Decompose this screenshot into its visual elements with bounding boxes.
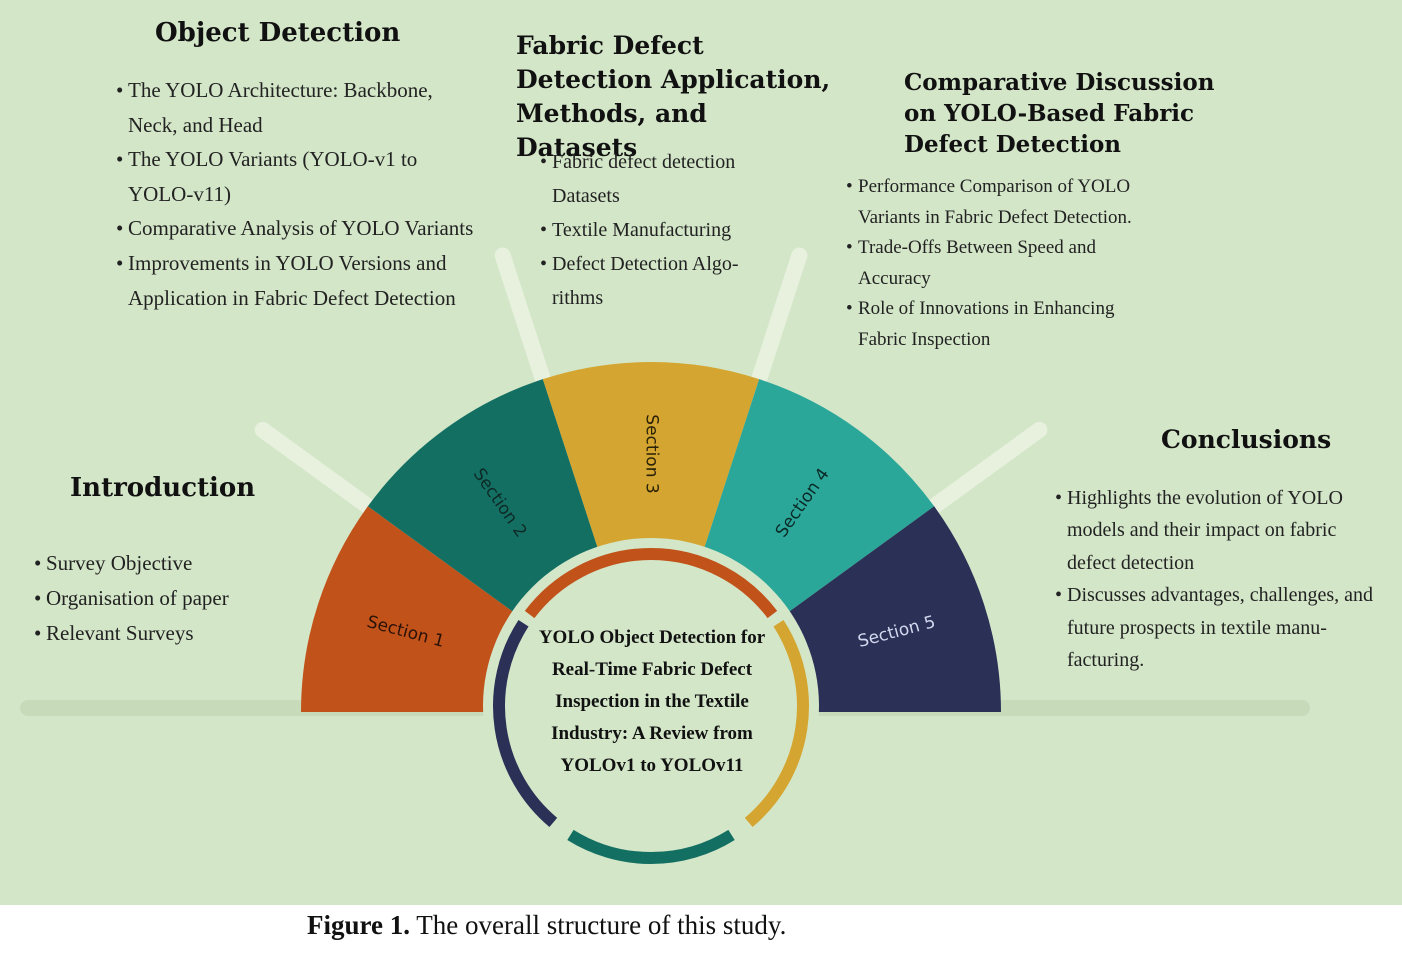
light-ray xyxy=(254,421,384,521)
conclusions-bullet: Highlights the evolution of YOLO models … xyxy=(1055,482,1390,579)
comparative-bullets: Performance Comparison of YOLO Variants … xyxy=(846,172,1146,356)
introduction-bullets: Survey Objective Organisation of paper R… xyxy=(34,546,284,651)
object-detection-bullets: The YOLO Architecture: Backbone, Neck, a… xyxy=(116,73,476,315)
figure-caption-label: Figure 1. xyxy=(307,910,410,940)
fabric-defect-bullets: Fabric defect detection Datasets Textile… xyxy=(540,145,780,315)
fabric-defect-bullet: Textile Manufacturing xyxy=(540,213,780,247)
light-ray xyxy=(494,247,554,397)
light-ray xyxy=(748,247,808,397)
light-ray xyxy=(918,421,1048,521)
figure-caption: Figure 1. The overall structure of this … xyxy=(307,910,786,941)
object-detection-bullet: The YOLO Variants (YOLO-v1 to YOLO-v11) xyxy=(116,142,476,211)
section-4-segment xyxy=(697,379,935,624)
object-detection-bullet: Improvements in YOLO Versions and Applic… xyxy=(116,246,476,315)
light-rays xyxy=(254,247,1048,521)
fan-segments xyxy=(301,361,1001,712)
section-3-label: Section 3 xyxy=(641,414,662,494)
center-disc xyxy=(503,558,799,854)
section-2-segment xyxy=(367,379,605,624)
center-ring-arc xyxy=(493,619,558,828)
center-title: YOLO Object Detection for Real-Time Fabr… xyxy=(538,627,766,776)
introduction-bullet: Relevant Surveys xyxy=(34,616,284,651)
object-detection-heading: Object Detection xyxy=(155,18,401,48)
comparative-bullet: Role of Innovations in Enhancing Fabric … xyxy=(846,294,1146,355)
center-ring-arc xyxy=(744,619,809,828)
center-ring-arc xyxy=(524,548,778,619)
introduction-bullet: Survey Objective xyxy=(34,546,284,581)
figure-caption-text: The overall structure of this study. xyxy=(410,910,787,940)
object-detection-bullet: The YOLO Architecture: Backbone, Neck, a… xyxy=(116,73,476,142)
object-detection-bullet: Comparative Analysis of YOLO Variants xyxy=(116,211,476,246)
fabric-defect-bullet: Fabric defect detection Datasets xyxy=(540,145,780,213)
section-5-segment xyxy=(772,506,1001,712)
comparative-bullet: Trade-Offs Between Speed and Accuracy xyxy=(846,233,1146,294)
fabric-defect-bullet: Defect Detection Algo- rithms xyxy=(540,247,780,315)
conclusions-bullet: Discusses advantages, challenges, and fu… xyxy=(1055,579,1390,676)
section-1-segment xyxy=(301,506,530,712)
conclusions-bullets: Highlights the evolution of YOLO models … xyxy=(1055,482,1390,676)
introduction-bullet: Organisation of paper xyxy=(34,581,284,616)
fan-diagram xyxy=(20,247,1310,874)
center-ring-arc xyxy=(567,829,735,864)
center-ring xyxy=(483,538,819,874)
comparative-heading: Comparative Discussion on YOLO-Based Fab… xyxy=(904,69,1215,158)
introduction-heading: Introduction xyxy=(70,473,256,503)
diagram-figure: Section 1 Section 2 Section 3 Section 4 … xyxy=(0,0,1402,905)
conclusions-heading: Conclusions xyxy=(1161,425,1332,454)
section-3-segment xyxy=(542,361,760,570)
comparative-bullet: Performance Comparison of YOLO Variants … xyxy=(846,172,1146,233)
